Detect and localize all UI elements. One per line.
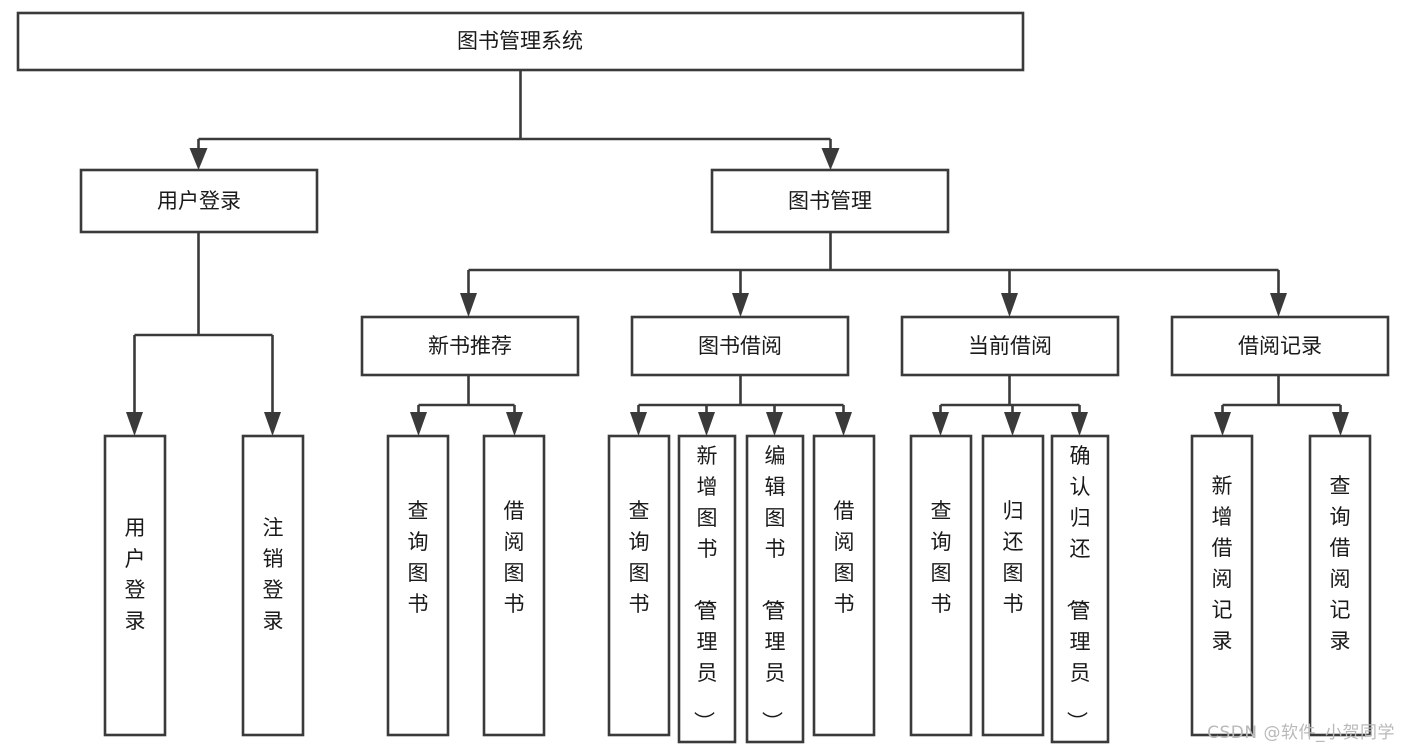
arrow-head-icon <box>821 148 840 170</box>
arrow-head-icon <box>1001 293 1018 317</box>
node-borrow-records-label: 借阅记录 <box>1238 334 1322 358</box>
leaf-add-borrow-record[interactable]: 新增借阅记录 <box>1190 434 1254 737</box>
node-new-book-recommend-box[interactable] <box>360 315 580 377</box>
arrow-head-icon <box>264 412 281 436</box>
arrow-head-icon <box>506 412 523 436</box>
node-user-login-label: 用户登录 <box>157 189 241 213</box>
connector-layer <box>126 70 1349 436</box>
leaf-logout-box[interactable] <box>241 434 305 737</box>
arrow-head-icon <box>932 412 949 436</box>
node-borrow-records-box[interactable] <box>1170 315 1390 377</box>
leaf-borrow-book-recommend[interactable]: 借阅图书 <box>482 434 546 737</box>
leaf-user-login-label: 用户登录 <box>125 516 146 633</box>
leaf-confirm-return-admin-label: 确认归还（管理员） <box>1065 444 1091 732</box>
leaf-add-book-admin-label: 新增图书（管理员） <box>692 444 718 732</box>
leaf-borrow-book-label: 借阅图书 <box>834 499 855 616</box>
node-book-borrow[interactable]: 图书借阅 <box>630 315 850 377</box>
arrow-head-icon <box>1214 412 1231 436</box>
node-user-login-box[interactable] <box>79 168 319 234</box>
arrow-head-icon <box>1004 412 1021 436</box>
node-root-label: 图书管理系统 <box>457 29 583 53</box>
node-current-borrow-box[interactable] <box>900 315 1120 377</box>
arrow-head-icon <box>732 293 749 317</box>
node-root[interactable]: 图书管理系统 <box>16 11 1025 72</box>
node-root-box[interactable] <box>16 11 1025 72</box>
node-user-login[interactable]: 用户登录 <box>79 168 319 234</box>
leaf-query-book-current-label: 查询图书 <box>931 499 952 616</box>
node-new-book-recommend[interactable]: 新书推荐 <box>360 315 580 377</box>
node-new-book-recommend-label: 新书推荐 <box>428 334 512 358</box>
leaf-query-book-current[interactable]: 查询图书 <box>909 434 973 737</box>
leaf-borrow-book[interactable]: 借阅图书 <box>812 434 876 737</box>
node-book-borrow-label: 图书借阅 <box>698 334 782 358</box>
leaf-borrow-book-recommend-box[interactable] <box>482 434 546 737</box>
leaf-add-borrow-record-box[interactable] <box>1190 434 1254 737</box>
arrow-head-icon <box>126 412 143 436</box>
leaf-logout-label: 注销登录 <box>263 516 284 633</box>
node-book-management-label: 图书管理 <box>788 189 872 213</box>
leaf-query-book-borrow-box[interactable] <box>607 434 671 737</box>
leaf-query-borrow-record[interactable]: 查询借阅记录 <box>1308 434 1372 737</box>
arrow-head-icon <box>630 412 647 436</box>
leaf-query-book-recommend-label: 查询图书 <box>408 499 429 616</box>
arrow-head-icon <box>1071 412 1088 436</box>
leaf-query-book-borrow-label: 查询图书 <box>629 499 650 616</box>
arrow-head-icon <box>460 293 477 317</box>
leaf-query-borrow-record-label: 查询借阅记录 <box>1330 474 1351 653</box>
leaf-user-login[interactable]: 用户登录 <box>103 434 167 737</box>
leaf-confirm-return-admin[interactable]: 确认归还（管理员） <box>1050 434 1110 744</box>
leaf-add-book-admin[interactable]: 新增图书（管理员） <box>677 434 737 744</box>
leaf-edit-book-admin-label: 编辑图书（管理员） <box>760 444 786 732</box>
node-borrow-records[interactable]: 借阅记录 <box>1170 315 1390 377</box>
arrow-head-icon <box>1270 293 1287 317</box>
leaf-query-borrow-record-box[interactable] <box>1308 434 1372 737</box>
arrow-head-icon <box>410 412 427 436</box>
node-book-management[interactable]: 图书管理 <box>710 168 950 234</box>
leaf-query-book-borrow[interactable]: 查询图书 <box>607 434 671 737</box>
leaf-edit-book-admin[interactable]: 编辑图书（管理员） <box>745 434 805 744</box>
leaf-return-book[interactable]: 归还图书 <box>981 434 1045 737</box>
leaf-query-book-recommend[interactable]: 查询图书 <box>386 434 450 737</box>
leaf-add-book-admin-box[interactable] <box>677 434 737 744</box>
leaf-user-login-box[interactable] <box>103 434 167 737</box>
leaf-confirm-return-admin-box[interactable] <box>1050 434 1110 744</box>
arrow-head-icon <box>835 412 852 436</box>
node-book-management-box[interactable] <box>710 168 950 234</box>
leaf-query-book-recommend-box[interactable] <box>386 434 450 737</box>
leaf-query-book-current-box[interactable] <box>909 434 973 737</box>
leaf-borrow-book-box[interactable] <box>812 434 876 737</box>
arrow-head-icon <box>1332 412 1349 436</box>
arrow-head-icon <box>698 412 715 436</box>
leaf-logout[interactable]: 注销登录 <box>241 434 305 737</box>
leaf-edit-book-admin-box[interactable] <box>745 434 805 744</box>
node-current-borrow[interactable]: 当前借阅 <box>900 315 1120 377</box>
node-book-borrow-box[interactable] <box>630 315 850 377</box>
node-current-borrow-label: 当前借阅 <box>968 334 1052 358</box>
leaf-borrow-book-recommend-label: 借阅图书 <box>504 499 525 616</box>
leaf-add-borrow-record-label: 新增借阅记录 <box>1212 474 1233 653</box>
leaf-return-book-label: 归还图书 <box>1003 499 1024 616</box>
arrow-head-icon <box>766 412 783 436</box>
leaf-return-book-box[interactable] <box>981 434 1045 737</box>
arrow-head-icon <box>189 148 208 170</box>
